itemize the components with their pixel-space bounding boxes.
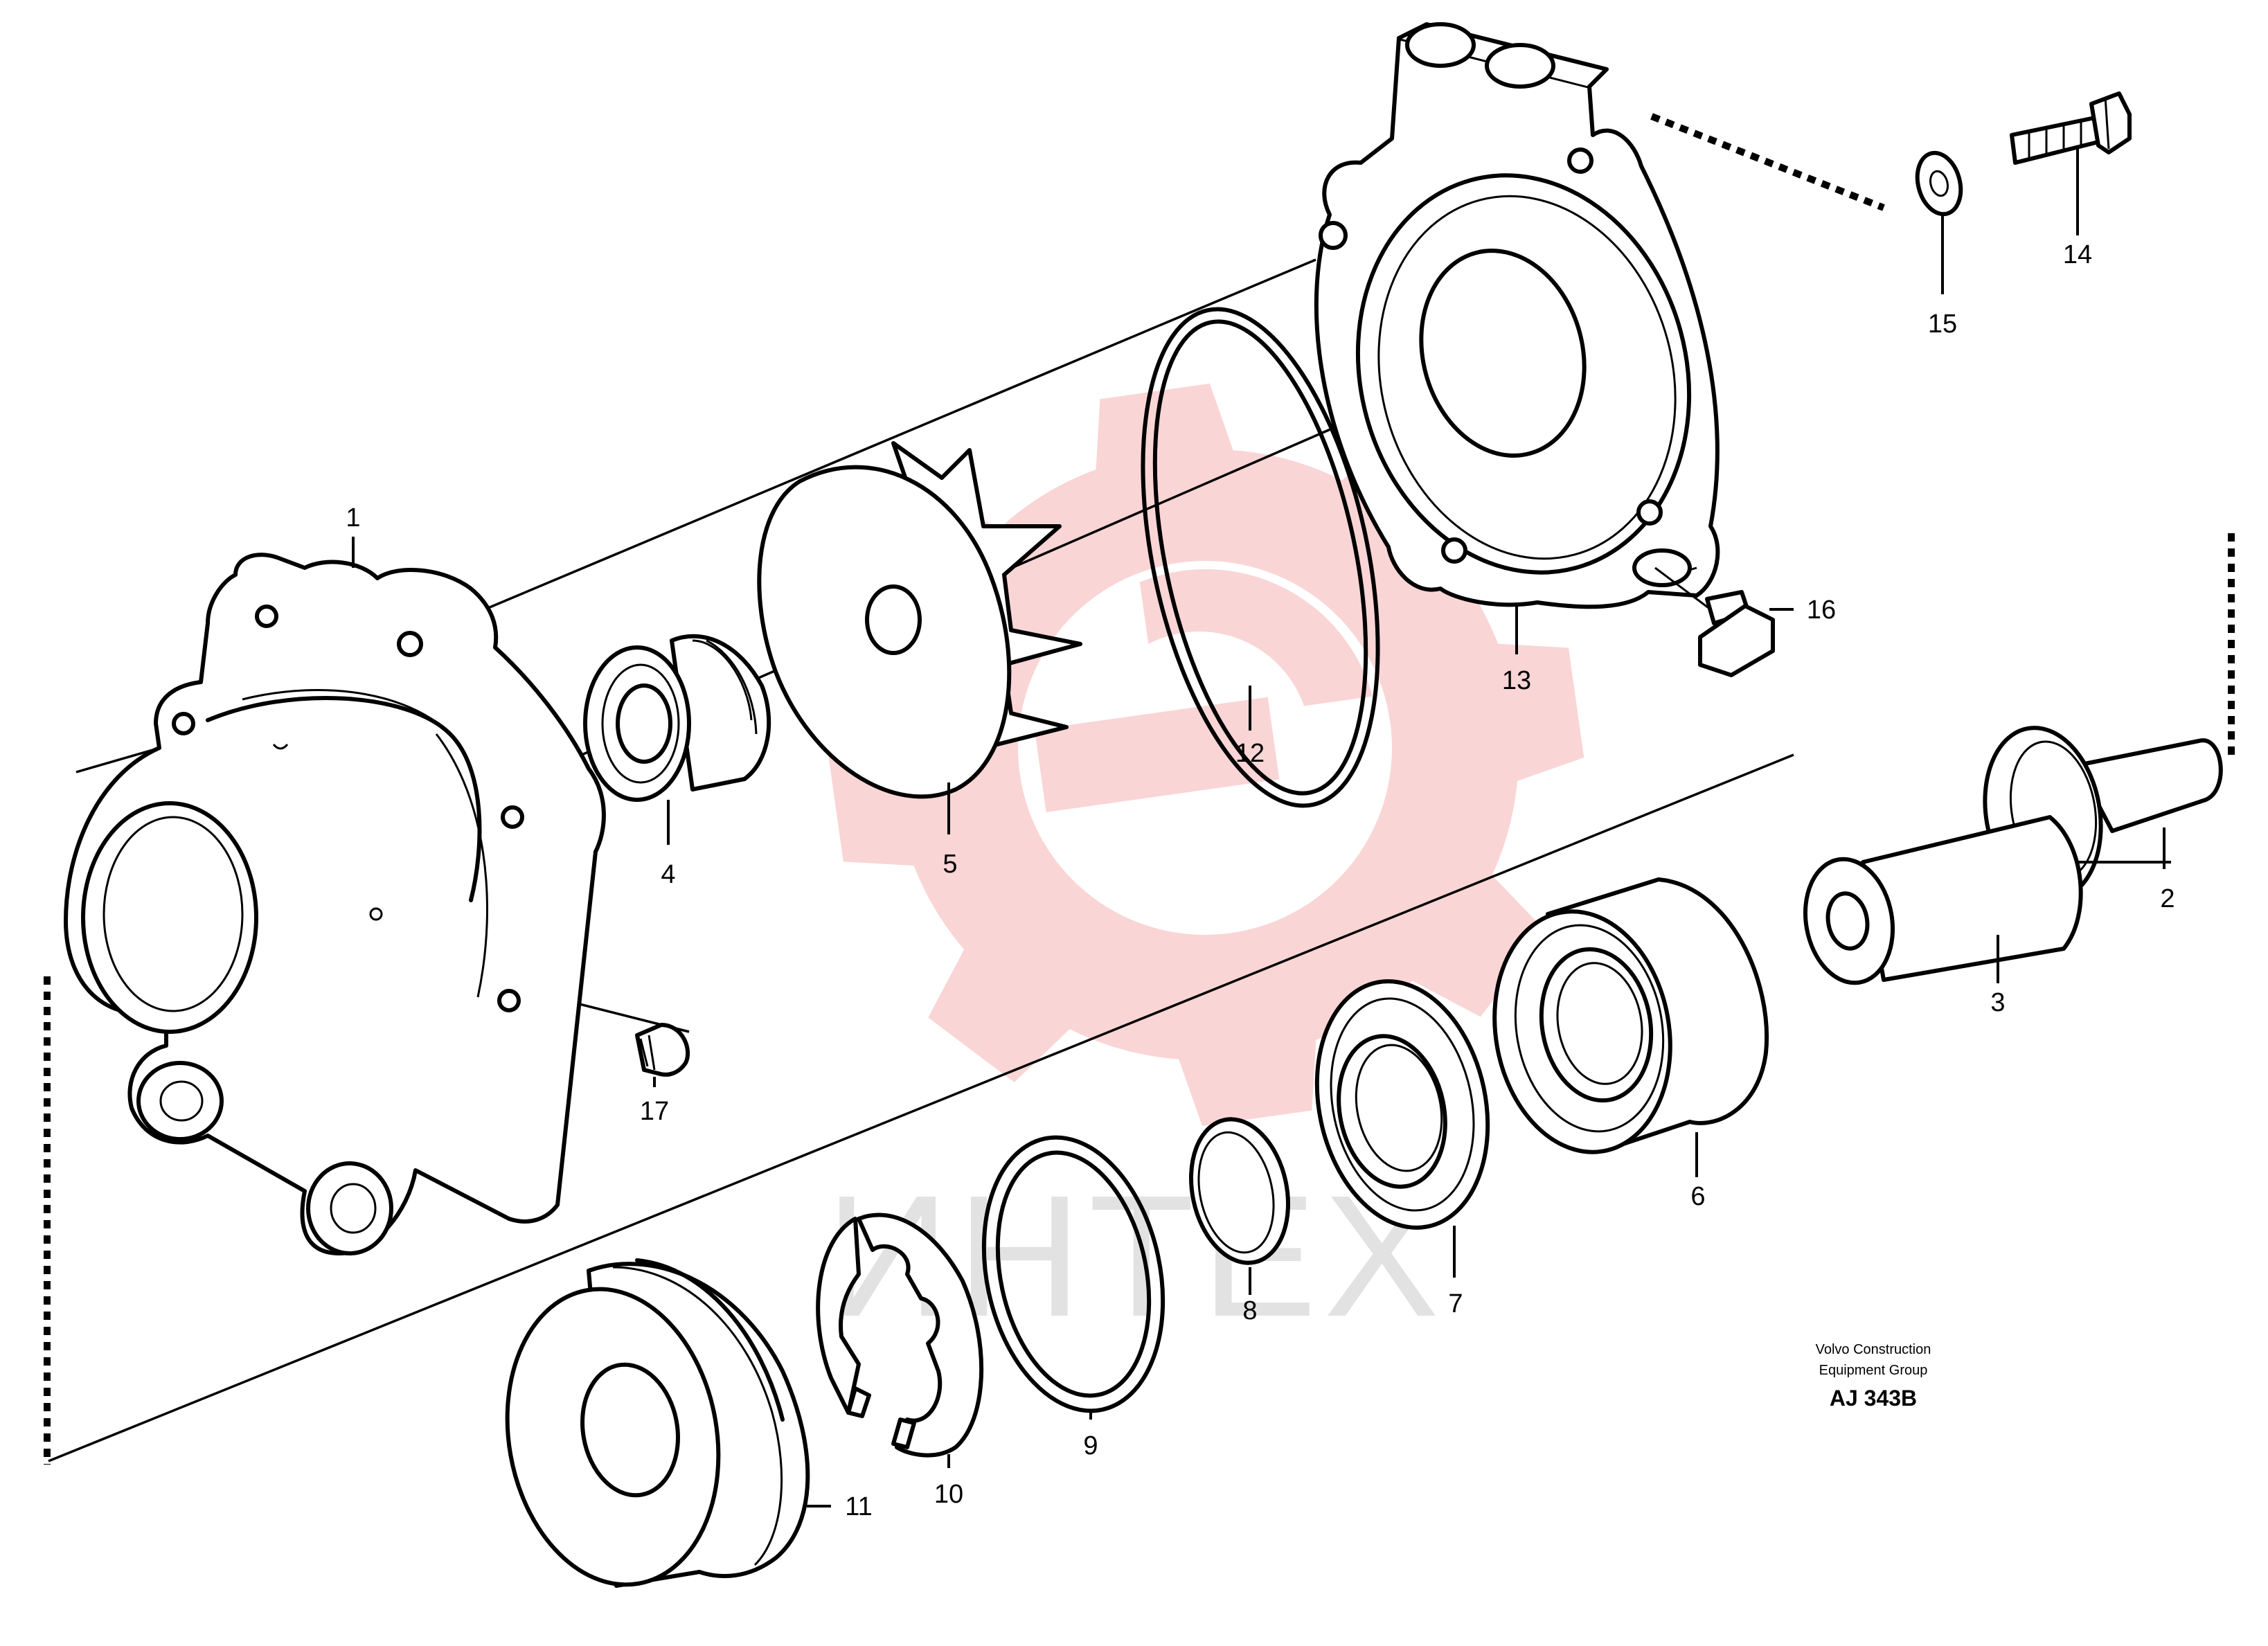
part-label-2: 2 [2160, 884, 2175, 913]
gear-icon [828, 383, 1584, 1126]
part-label-17: 17 [640, 1097, 669, 1126]
part-label-9: 9 [1083, 1431, 1098, 1460]
part-label-4: 4 [661, 860, 675, 889]
part-number-labels: 1 2 3 4 5 6 7 8 9 10 11 12 13 14 15 16 1… [346, 240, 2175, 1521]
seal-ring [1314, 979, 1490, 1230]
part-label-12: 12 [1235, 739, 1265, 768]
part-label-14: 14 [2063, 240, 2092, 269]
shaft-sleeve [1803, 815, 2083, 985]
part-label-10: 10 [934, 1480, 963, 1509]
part-label-5: 5 [943, 850, 957, 879]
part-label-11: 11 [845, 1492, 872, 1521]
part-label-6: 6 [1690, 1182, 1705, 1211]
o-ring-large [1141, 307, 1380, 808]
leader-lines [352, 145, 2171, 1508]
group-bracket-lines [44, 113, 2235, 1465]
part-label-15: 15 [1928, 310, 1957, 339]
flat-ring [981, 1135, 1166, 1413]
hex-bolt [2010, 91, 2132, 165]
publisher-line-1: Volvo Construction [1816, 1342, 1931, 1357]
part-label-1: 1 [346, 503, 360, 533]
plug-screw [1654, 566, 1775, 677]
illustration-caption: Volvo Construction Equipment Group AJ 34… [1816, 1342, 1931, 1411]
bearing [1492, 877, 1769, 1154]
spacer-ring [1188, 1117, 1291, 1265]
part-label-3: 3 [1990, 988, 2005, 1017]
pulley [505, 1258, 810, 1588]
washer [1915, 150, 1963, 217]
part-label-13: 13 [1502, 666, 1531, 695]
publisher-line-2: Equipment Group [1819, 1363, 1928, 1378]
watermark-gear-logo [828, 383, 1584, 1126]
pump-cover [1314, 22, 1720, 609]
lock-washer [816, 1213, 984, 1458]
drain-plug [635, 1023, 690, 1077]
part-label-16: 16 [1807, 596, 1836, 625]
pump-housing [64, 553, 606, 1255]
shaft-seal [583, 634, 771, 802]
part-label-7: 7 [1448, 1289, 1463, 1318]
part-label-8: 8 [1242, 1296, 1257, 1325]
impeller [757, 441, 1082, 799]
illustration-code: AJ 343B [1830, 1386, 1917, 1411]
